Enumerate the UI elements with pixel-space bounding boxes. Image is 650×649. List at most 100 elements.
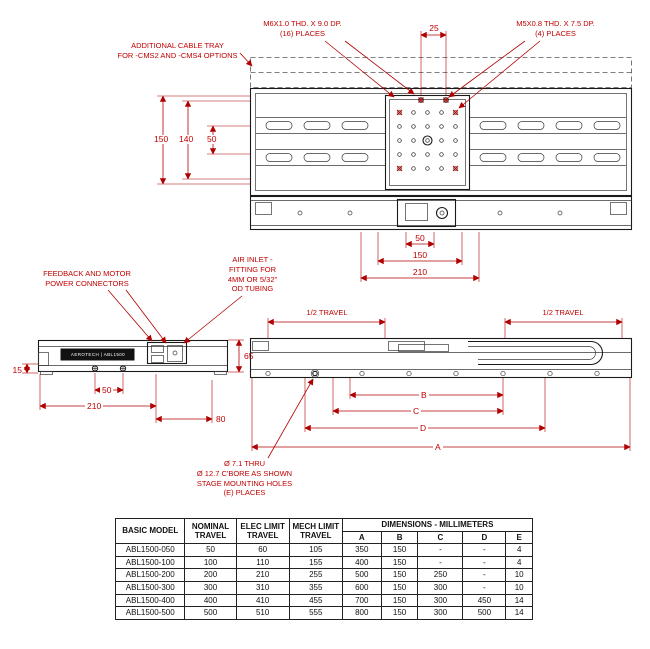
- logo-plate: [60, 348, 135, 361]
- note-air-inlet: AIR INLET - FITTING FOR 4MM OR 5/32" OD …: [227, 255, 278, 294]
- dim-letter-c: C: [411, 406, 422, 416]
- dim-travel-left: 1/2 TRAVEL: [306, 308, 348, 317]
- col-header-d: D: [462, 530, 507, 545]
- cell: 150: [380, 555, 419, 570]
- hole-markers: [396, 97, 459, 172]
- note-m6-holes: M6X1.0 THD. X 9.0 DP. (16) PLACES: [263, 19, 342, 38]
- cell-model: ABL1500-050: [114, 543, 186, 557]
- cell: 110: [235, 555, 290, 570]
- cell-model: ABL1500-100: [114, 555, 186, 570]
- cell: 14: [505, 606, 533, 620]
- cell: 400: [184, 593, 237, 608]
- cell: 455: [288, 593, 343, 608]
- table-header-row: BASIC MODEL NOMINAL TRAVEL ELEC LIMIT TR…: [114, 517, 534, 545]
- note-feedback-connectors: FEEDBACK AND MOTOR POWER CONNECTORS: [43, 269, 131, 288]
- cell: 14: [505, 593, 533, 608]
- dim-plan-bottom-50: 50: [415, 233, 425, 243]
- dim-plan-height-inner: 140: [177, 134, 196, 144]
- aerotech-logo-label: AEROTECH | ABL1500: [70, 352, 126, 357]
- note-mounting-holes: Ø 7.1 THRU Ø 12.7 C'BORE AS SHOWN STAGE …: [196, 459, 293, 498]
- dim-end-length: 210: [85, 401, 104, 411]
- dim-letter-b: B: [419, 390, 429, 400]
- cell: 255: [288, 568, 343, 582]
- cell: 105: [288, 543, 343, 557]
- table-subheader-row: A B C D E: [116, 530, 533, 545]
- col-header-elec-limit: ELEC LIMIT TRAVEL: [235, 517, 290, 545]
- cell: 310: [235, 580, 290, 595]
- cell: 100: [184, 555, 237, 570]
- cell: 210: [235, 568, 290, 582]
- cell: 500: [184, 606, 237, 620]
- cell: 150: [380, 606, 419, 620]
- base-mounting-holes: [265, 369, 600, 378]
- rail-slots: [265, 121, 621, 162]
- cell: 10: [505, 568, 533, 582]
- dim-hole-pitch: 25: [429, 23, 439, 33]
- cell: 410: [235, 593, 290, 608]
- cell: 4: [505, 555, 533, 570]
- carriage-plate: [384, 94, 471, 191]
- cell-model: ABL1500-400: [114, 593, 186, 608]
- plan-lower-section: [249, 195, 633, 231]
- cell: -: [462, 543, 507, 557]
- col-header-e: E: [505, 530, 533, 545]
- cell: -: [417, 543, 464, 557]
- dim-end-base-height: 15: [12, 365, 22, 375]
- plan-view: [249, 87, 633, 231]
- dim-end-offset: 80: [216, 414, 226, 424]
- cell: 600: [341, 580, 382, 595]
- cell-model: ABL1500-300: [114, 580, 186, 595]
- col-header-basic-model: BASIC MODEL: [114, 517, 186, 545]
- dim-plan-bottom-150: 150: [412, 250, 428, 260]
- dim-letter-a: A: [433, 442, 443, 452]
- cell: 250: [417, 568, 464, 582]
- dim-end-screw-span: 50: [100, 385, 114, 395]
- cell: -: [462, 555, 507, 570]
- cell: 800: [341, 606, 382, 620]
- col-header-dimensions: DIMENSIONS - MILLIMETERS: [341, 518, 534, 532]
- cable-loop: [468, 340, 603, 366]
- cell-model: ABL1500-500: [114, 606, 186, 620]
- col-header-c: C: [417, 530, 464, 545]
- cable-tray-outline: [250, 57, 632, 88]
- cell: 355: [288, 580, 343, 595]
- cell: 510: [235, 606, 290, 620]
- cell: 50: [184, 543, 237, 557]
- cell-model: ABL1500-200: [114, 568, 186, 582]
- connector-block: [146, 341, 188, 365]
- cell: 555: [288, 606, 343, 620]
- dim-travel-right: 1/2 TRAVEL: [542, 308, 584, 317]
- cell: 150: [380, 543, 419, 557]
- cell: 500: [341, 568, 382, 582]
- cell: 10: [505, 580, 533, 595]
- dim-letter-d: D: [418, 423, 429, 433]
- cell: -: [462, 568, 507, 582]
- col-header-nominal-travel: NOMINAL TRAVEL: [184, 517, 237, 545]
- col-header-a: A: [341, 530, 382, 545]
- cell: 300: [417, 580, 464, 595]
- dim-plan-rail-span: 50: [205, 134, 219, 144]
- col-header-mech-limit: MECH LIMIT TRAVEL: [288, 517, 343, 545]
- note-m5-holes: M5X0.8 THD. X 7.5 DP. (4) PLACES: [516, 19, 595, 38]
- plan-dimensions: [157, 31, 541, 282]
- cell: 150: [380, 580, 419, 595]
- end-view-dimensions: [22, 289, 244, 423]
- side-view: [249, 337, 633, 379]
- cell: 200: [184, 568, 237, 582]
- cell: 300: [417, 606, 464, 620]
- cell: 300: [184, 580, 237, 595]
- cell: -: [417, 555, 464, 570]
- cell: 150: [380, 568, 419, 582]
- cell: 450: [462, 593, 507, 608]
- dim-end-height: 65: [244, 351, 254, 361]
- mount-screws: [91, 365, 127, 372]
- hole-grid: [392, 105, 463, 176]
